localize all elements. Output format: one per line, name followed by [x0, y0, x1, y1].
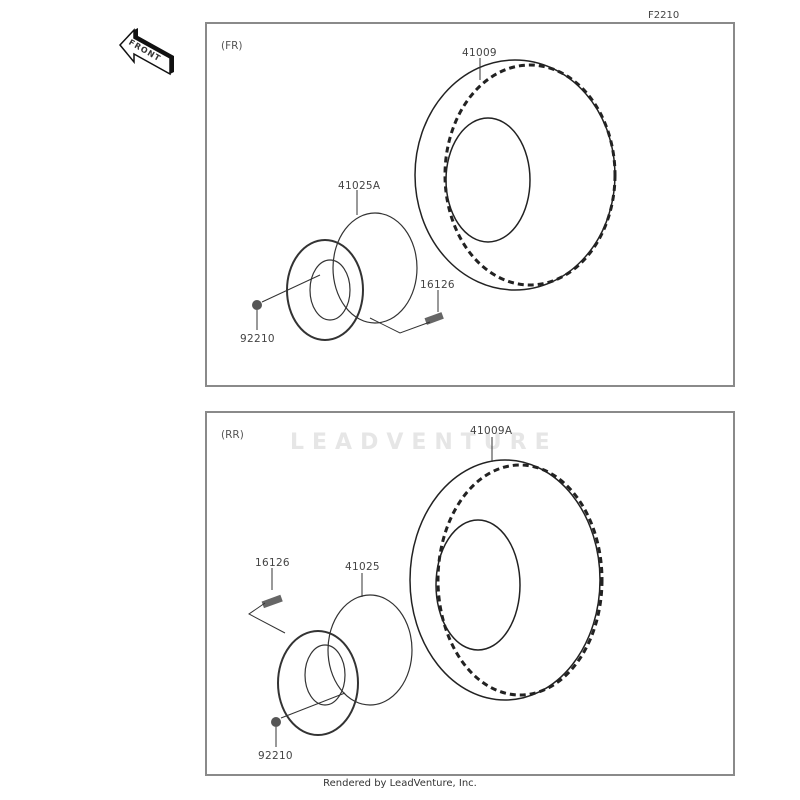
part-number-nut-rear[interactable]: 92210	[258, 750, 293, 762]
part-number-tire-front[interactable]: 41009	[462, 47, 497, 59]
part-number-rim-rear[interactable]: 41025	[345, 561, 380, 573]
render-credit: Rendered by LeadVenture, Inc.	[323, 778, 477, 789]
part-number-nut-front[interactable]: 92210	[240, 333, 275, 345]
tire-rear	[409, 459, 604, 701]
rim-front	[286, 212, 418, 341]
watermark: LEADVENTURE	[290, 430, 558, 455]
valve-front	[424, 312, 444, 325]
valve-rear	[261, 594, 283, 609]
tire-front	[414, 59, 617, 291]
part-number-tire-rear[interactable]: 41009A	[470, 425, 513, 437]
part-number-rim-front[interactable]: 41025A	[338, 180, 381, 192]
section-label: (RR)	[221, 429, 244, 441]
part-number-valve-rear[interactable]: 16126	[255, 557, 290, 569]
figure-id: F2210	[648, 10, 680, 21]
front-arrow-icon	[119, 28, 174, 76]
rim-rear	[277, 594, 413, 736]
section-label: (FR)	[221, 40, 243, 52]
panel-rear: (RR)	[205, 411, 735, 776]
panel-front: (FR)	[205, 22, 735, 387]
part-number-valve-front[interactable]: 16126	[420, 279, 455, 291]
